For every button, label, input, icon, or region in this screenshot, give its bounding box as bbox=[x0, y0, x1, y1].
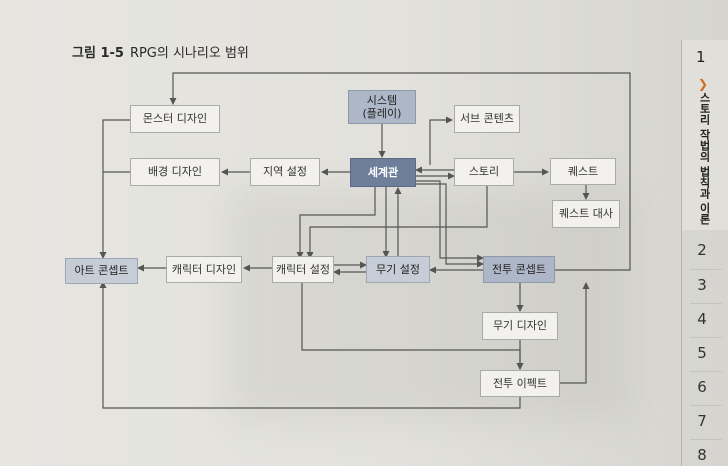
node-system-play: 시스템 (플레이) bbox=[348, 90, 416, 124]
chapter-tab-6[interactable]: 6 bbox=[697, 378, 707, 396]
chapter-number-current: 1 bbox=[696, 48, 706, 66]
edge-effect-to-battle bbox=[560, 282, 590, 384]
edge-monster-to-art bbox=[99, 119, 130, 259]
node-region-setting: 지역 설정 bbox=[250, 158, 320, 186]
chevron-right-icon: ❯ bbox=[698, 77, 709, 91]
figure-caption: RPG의 시나리오 범위 bbox=[129, 46, 249, 61]
node-battle-effect: 전투 이펙트 bbox=[480, 370, 560, 397]
chapter-tab-8[interactable]: 8 bbox=[697, 446, 707, 464]
node-background-design: 배경 디자인 bbox=[130, 158, 220, 186]
node-character-design: 캐릭터 디자인 bbox=[166, 256, 242, 283]
figure-title: 그림 1-5 RPG의 시나리오 범위 bbox=[72, 42, 249, 61]
node-weapon-design: 무기 디자인 bbox=[482, 312, 558, 340]
chapter-title-current: 스토리 작법의 법칙과 이론 bbox=[698, 92, 711, 225]
node-story: 스토리 bbox=[454, 158, 514, 186]
chapter-tab-active[interactable]: 1 ❯ 스토리 작법의 법칙과 이론 bbox=[682, 40, 728, 230]
chapter-tab-7[interactable]: 7 bbox=[697, 412, 707, 430]
chapter-tab-3[interactable]: 3 bbox=[697, 276, 707, 294]
node-quest-dialogue: 퀘스트 대사 bbox=[552, 200, 620, 228]
page-shadow bbox=[230, 190, 630, 420]
node-monster-design: 몬스터 디자인 bbox=[130, 105, 220, 133]
tab-divider bbox=[690, 405, 722, 406]
node-weapon-setting: 무기 설정 bbox=[366, 256, 430, 283]
edge-world-to-character bbox=[296, 187, 376, 259]
node-character-setting: 캐릭터 설정 bbox=[272, 256, 334, 283]
tab-divider bbox=[690, 439, 722, 440]
tab-divider bbox=[690, 337, 722, 338]
tab-divider bbox=[690, 269, 722, 270]
tab-divider bbox=[690, 371, 722, 372]
edge-world-to-battle bbox=[416, 180, 484, 262]
chapter-tab-5[interactable]: 5 bbox=[697, 344, 707, 362]
node-sub-contents: 서브 콘텐츠 bbox=[454, 105, 520, 133]
edge-battle-to-monster bbox=[169, 72, 631, 271]
chapter-tab-2[interactable]: 2 bbox=[697, 241, 707, 259]
node-worldview: 세계관 bbox=[350, 158, 416, 187]
node-quest: 퀘스트 bbox=[550, 158, 616, 185]
tab-divider bbox=[690, 303, 722, 304]
chapter-tab-4[interactable]: 4 bbox=[697, 310, 707, 328]
edge-world-to-sub bbox=[429, 116, 453, 165]
edge-effect-to-art bbox=[99, 281, 521, 409]
node-system-play-label: 시스템 (플레이) bbox=[362, 93, 402, 120]
figure-label: 그림 1-5 bbox=[72, 46, 124, 61]
edge-world-to-battle-2 bbox=[416, 183, 484, 268]
chapter-nav: 1 ❯ 스토리 작법의 법칙과 이론 2 3 4 5 6 7 8 bbox=[681, 40, 728, 466]
node-art-concept: 아트 콘셉트 bbox=[65, 258, 138, 284]
node-battle-concept: 전투 콘셉트 bbox=[483, 256, 555, 283]
